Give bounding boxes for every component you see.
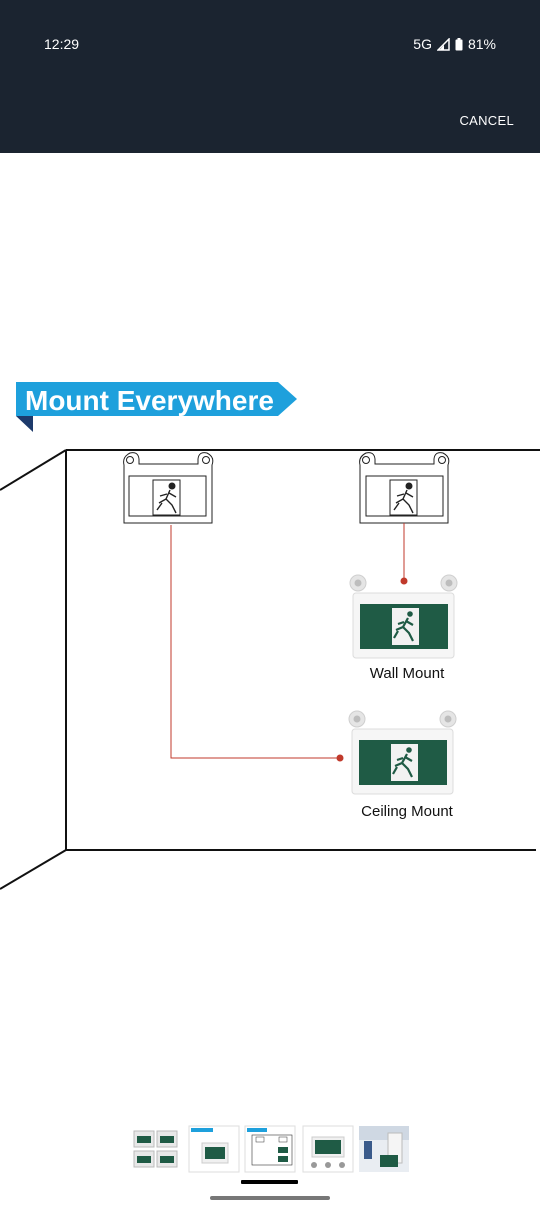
connector-lines (170, 523, 405, 759)
product-image: Mount Everywhere (0, 382, 540, 890)
cancel-button[interactable]: CANCEL (459, 113, 514, 128)
status-time: 12:29 (44, 36, 80, 52)
wall-mount-product: Wall Mount (349, 574, 458, 682)
wall-mount-label: Wall Mount (370, 665, 445, 682)
wall-connector-dot (400, 577, 408, 585)
thumbnail-2[interactable] (188, 1125, 240, 1173)
network-type: 5G (413, 36, 432, 52)
product-image-viewer[interactable]: Mount Everywhere (0, 153, 540, 1113)
gesture-navigation-bar[interactable] (210, 1196, 330, 1200)
battery-icon (455, 37, 463, 50)
thumbnail-3[interactable] (244, 1125, 296, 1173)
wall-sign-outline (359, 452, 450, 524)
ceiling-mount-product: Ceiling Mount (348, 710, 457, 820)
signal-icon (436, 37, 450, 51)
banner-title: Mount Everywhere (25, 385, 274, 416)
room-outline (0, 449, 540, 890)
ceiling-connector-dot (336, 754, 344, 762)
thumbnail-5[interactable] (358, 1125, 410, 1173)
ceiling-mount-label: Ceiling Mount (361, 803, 454, 820)
thumbnail-1[interactable] (130, 1125, 182, 1173)
battery-percent: 81% (467, 36, 496, 52)
thumbnail-strip (0, 1125, 540, 1175)
top-bar: 12:29 5G 81% CANCEL (0, 0, 540, 153)
selected-thumbnail-indicator (241, 1180, 298, 1184)
thumbnail-4[interactable] (302, 1125, 354, 1173)
status-indicators: 5G 81% (413, 36, 496, 52)
ceiling-sign-outline (123, 452, 214, 524)
banner: Mount Everywhere (16, 382, 297, 432)
